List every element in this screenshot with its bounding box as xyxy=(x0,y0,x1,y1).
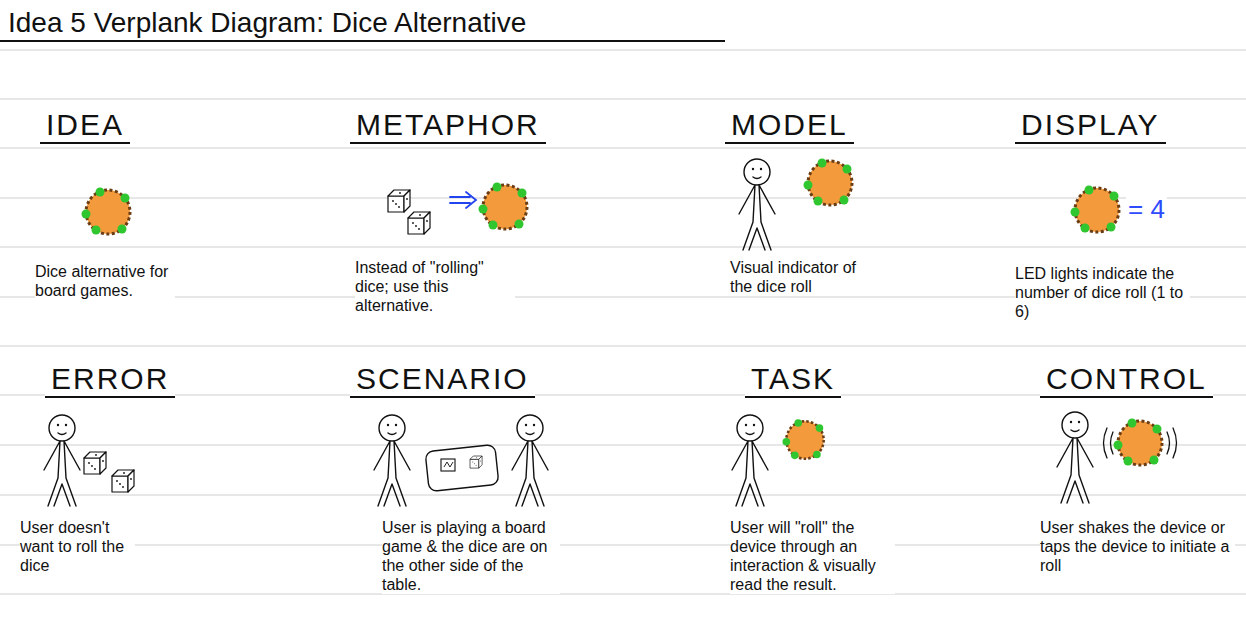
panel-heading: METAPHOR xyxy=(350,108,546,144)
dice-device xyxy=(1114,419,1163,466)
ruled-lines xyxy=(0,50,1246,594)
panel-heading: IDEA xyxy=(40,108,130,144)
die-sketch xyxy=(408,212,430,234)
game-board xyxy=(441,459,455,471)
panel-heading: ERROR xyxy=(45,362,175,398)
board-mark xyxy=(444,462,453,467)
panel-heading: DISPLAY xyxy=(1015,108,1166,144)
panel-heading: CONTROL xyxy=(1040,362,1213,398)
ruled-line xyxy=(0,346,1246,347)
ruled-line xyxy=(0,148,1246,149)
die-sketch xyxy=(388,190,410,212)
display-value: = 4 xyxy=(1126,194,1167,224)
diagram-title: Idea 5 Verplank Diagram: Dice Alternativ… xyxy=(0,6,725,42)
ruled-line xyxy=(0,495,1246,496)
panel-caption: User is playing a board game & the dice … xyxy=(382,518,560,594)
ruled-line xyxy=(0,198,1246,199)
ruled-line xyxy=(0,99,1246,100)
panel-caption: Dice alternative for board games. xyxy=(35,262,175,300)
panel-caption: User shakes the device or taps the devic… xyxy=(1040,518,1235,575)
dice-device xyxy=(782,419,823,459)
die-sketch xyxy=(470,456,482,468)
panel-caption: Visual indicator of the dice roll xyxy=(730,258,865,296)
ruled-line xyxy=(0,445,1246,446)
panel-caption: User doesn't want to roll the dice xyxy=(20,518,135,575)
user-figure xyxy=(374,415,410,506)
dice-device xyxy=(1071,186,1120,233)
dice-device xyxy=(479,183,528,230)
dice-device xyxy=(804,159,853,206)
panel-heading: TASK xyxy=(745,362,841,398)
blue-arrow xyxy=(450,192,476,208)
die-sketch xyxy=(84,452,106,474)
user-figure xyxy=(512,415,548,506)
ruled-line xyxy=(0,50,1246,51)
ruled-line xyxy=(0,594,1246,595)
game-table xyxy=(425,444,499,491)
panel-caption: LED lights indicate the number of dice r… xyxy=(1015,264,1190,321)
panel-heading: SCENARIO xyxy=(350,362,535,398)
panel-caption: Instead of "rolling" dice; use this alte… xyxy=(355,258,515,315)
user-figure xyxy=(1057,412,1093,503)
panel-heading: MODEL xyxy=(725,108,854,144)
user-figure xyxy=(739,159,775,250)
dice-device xyxy=(82,188,131,235)
ruled-line xyxy=(0,247,1246,248)
die-sketch xyxy=(112,470,134,492)
user-figure xyxy=(732,415,768,506)
panel-caption: User will "roll" the device through an i… xyxy=(730,518,895,594)
user-figure xyxy=(44,415,80,506)
